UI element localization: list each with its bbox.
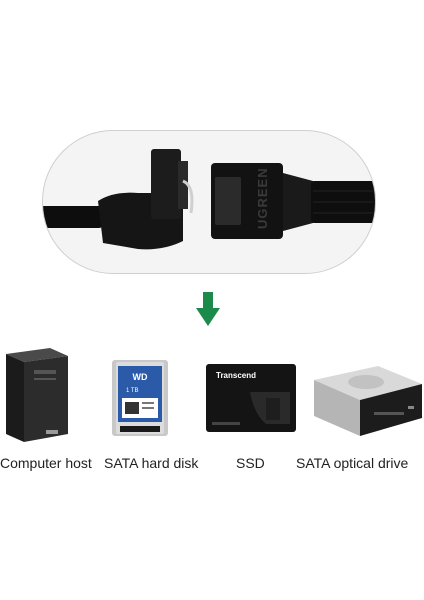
device-label-computer-host: Computer host bbox=[0, 455, 92, 471]
ssd-icon: Transcend bbox=[206, 364, 296, 432]
arrow-down-icon bbox=[196, 292, 220, 326]
disk-brand-text: WD bbox=[133, 372, 148, 382]
device-label-sata-optical-drive: SATA optical drive bbox=[296, 455, 409, 471]
device-label-sata-hard-disk: SATA hard disk bbox=[104, 455, 199, 471]
hard-disk-icon: WD 1 TB bbox=[112, 360, 168, 436]
sata-cable-connectors: UGREEN bbox=[43, 149, 375, 250]
optical-drive-icon bbox=[314, 366, 422, 436]
computer-tower-icon bbox=[6, 348, 68, 442]
connector-brand-text: UGREEN bbox=[255, 167, 270, 229]
disk-capacity-text: 1 TB bbox=[126, 388, 139, 394]
product-photo-frame: UGREEN bbox=[42, 130, 376, 274]
ssd-brand-text: Transcend bbox=[216, 371, 256, 380]
device-label-ssd: SSD bbox=[236, 455, 265, 471]
